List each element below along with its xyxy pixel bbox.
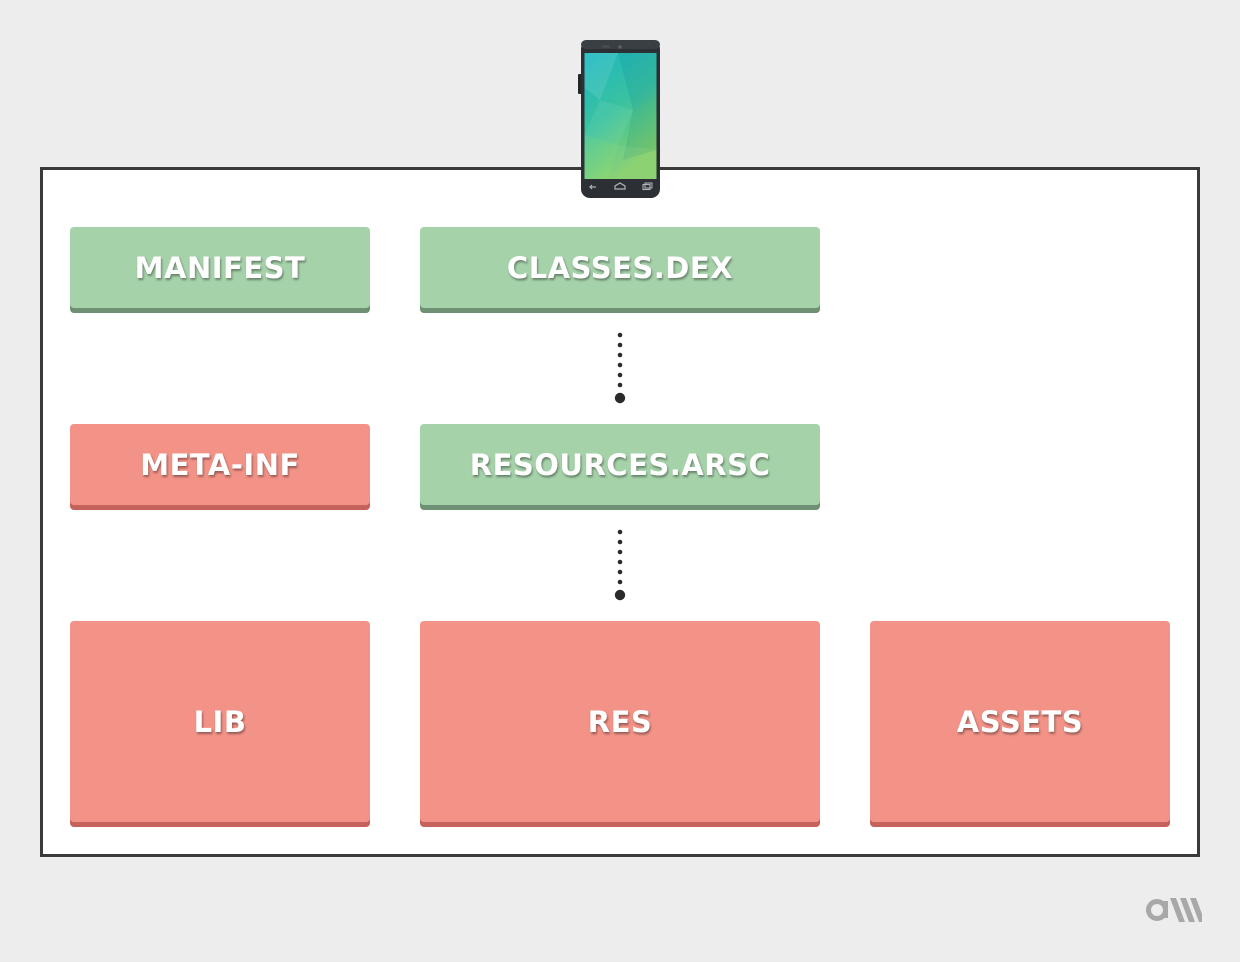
node-meta-inf: META-INF — [70, 424, 370, 505]
smartphone-icon — [578, 40, 660, 198]
dotted-connector — [614, 529, 626, 601]
dotted-connector — [614, 332, 626, 404]
logo-icon — [1146, 898, 1202, 922]
node-manifest: MANIFEST — [70, 227, 370, 308]
node-assets: ASSETS — [870, 621, 1170, 822]
node-res: RES — [420, 621, 820, 822]
node-lib: LIB — [70, 621, 370, 822]
node-classes-dex: CLASSES.DEX — [420, 227, 820, 308]
node-resources-arsc: RESOURCES.ARSC — [420, 424, 820, 505]
